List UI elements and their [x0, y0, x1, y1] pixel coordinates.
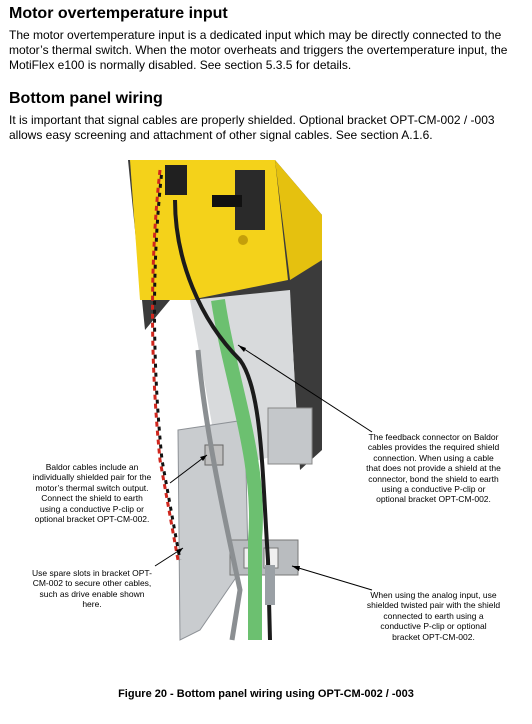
annotation-spare-slots: Use spare slots in bracket OPT-CM-002 to… [32, 568, 152, 610]
annotation-feedback-connector: The feedback connector on Baldor cables … [366, 432, 501, 505]
analog-connector [265, 565, 275, 605]
leader-line-baldor [169, 454, 208, 484]
bracket-opt-cm-002 [177, 419, 249, 641]
cable-clip [212, 195, 242, 207]
top-connector [165, 165, 187, 195]
leader-line-analog [291, 565, 373, 591]
paragraph-bottom-panel-wiring: It is important that signal cables are p… [9, 113, 495, 142]
annotation-analog-input: When using the analog input, use shielde… [366, 590, 501, 642]
signal-cable-black [173, 199, 272, 641]
heading-motor-overtemperature: Motor overtemperature input [9, 5, 228, 22]
twisted-pair-black [153, 169, 182, 561]
figure-caption: Figure 20 - Bottom panel wiring using OP… [118, 688, 414, 700]
p-clip-bracket [267, 407, 313, 465]
screw-icon [238, 235, 248, 245]
heading-bottom-panel-wiring: Bottom panel wiring [9, 90, 163, 107]
twisted-pair-red [151, 169, 180, 561]
leader-line-feedback [237, 344, 373, 433]
paragraph-motor-overtemperature: The motor overtemperature input is a ded… [9, 28, 508, 72]
feedback-cable-green [211, 298, 263, 640]
annotation-baldor-cables: Baldor cables include an individually sh… [32, 462, 152, 525]
analog-cable-grey [195, 349, 243, 641]
drive-yellow-side [275, 160, 322, 280]
